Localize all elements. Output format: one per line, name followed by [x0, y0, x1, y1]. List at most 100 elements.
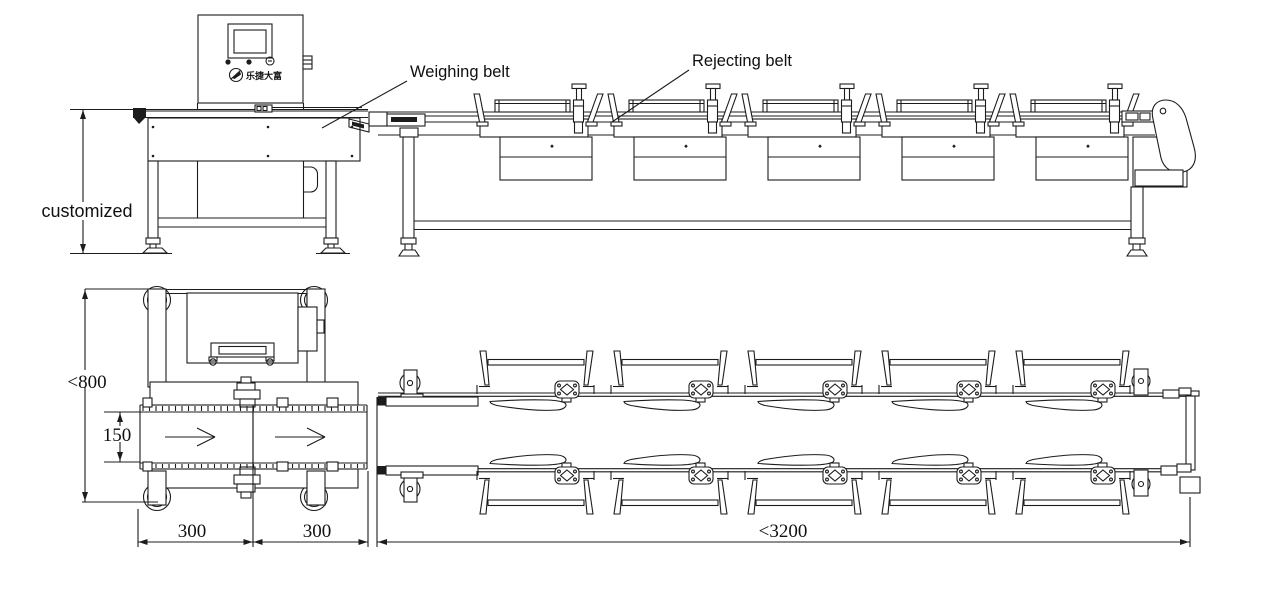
rejecting-belt-label: Rejecting belt — [692, 52, 792, 70]
sweep-arm-pair — [757, 380, 848, 485]
dimension-arrowhead — [1180, 539, 1189, 545]
leader-line-rejecting — [611, 69, 690, 123]
guide-funnel-pair — [476, 350, 595, 515]
tray-rail — [762, 99, 839, 113]
adjustment-knob — [705, 83, 721, 134]
belt-roller-end — [133, 108, 146, 124]
sweep-arm-blade — [1025, 399, 1103, 411]
dimension-arrowhead — [138, 539, 148, 545]
tray-end-flare — [854, 93, 872, 123]
tray-rail — [1030, 99, 1107, 113]
conveyor-leg — [397, 136, 421, 257]
reject-tray-unit — [473, 83, 604, 181]
reject-tray-units-side — [473, 83, 1140, 181]
sweep-arm-blade — [1025, 454, 1103, 466]
dimension-arrowhead — [82, 492, 88, 501]
cabinet-hinge-bracket — [297, 306, 318, 352]
arm-pivot-plate — [688, 466, 714, 485]
flow-direction-arrow — [165, 427, 216, 447]
sweep-arm-pair — [623, 380, 714, 485]
emergency-stop-button — [265, 56, 275, 66]
sweep-arm-blade — [891, 399, 969, 411]
dimension-height-customized: customized — [41, 110, 133, 253]
sweep-arm-blade — [623, 454, 701, 466]
adjustable-foot — [141, 237, 169, 254]
hmi-screen-plan — [210, 342, 275, 358]
sorting-conveyor-plan-view — [377, 350, 1201, 515]
guide-funnel-pair — [1012, 350, 1131, 515]
tray-rail — [896, 99, 973, 113]
belt-clamp-block — [142, 397, 153, 408]
arm-pivot-plate — [554, 466, 580, 485]
tray-end-flare — [741, 93, 754, 123]
dim-width-text: <800 — [67, 372, 106, 393]
dim-belt-width-text: 150 — [103, 425, 132, 446]
adjustment-knob — [973, 83, 989, 134]
outfeed-transfer-plate — [348, 118, 370, 133]
infeed-bracket — [368, 111, 388, 127]
arm-pivot-plate — [822, 466, 848, 485]
conveyor-leg — [1125, 186, 1149, 257]
tray-end-flare — [875, 93, 888, 123]
callout-labels: Weighing belt Rejecting belt — [321, 52, 792, 129]
sweep-arm-blade — [757, 399, 835, 411]
dim-length-text: <3200 — [759, 521, 808, 542]
checkweigher-side-view: 乐捷大富 — [70, 14, 370, 255]
tray-end-flare — [720, 93, 738, 123]
frame-post — [147, 470, 167, 506]
sweep-arm-pair — [1025, 380, 1116, 485]
tray-end-flare — [473, 93, 486, 123]
checkweigher-plan-view — [139, 285, 368, 512]
arm-pivot-plate — [822, 380, 848, 399]
arm-pivot-plate — [956, 380, 982, 399]
arm-pivot-plate — [1090, 466, 1116, 485]
sweep-arm-pair — [489, 380, 580, 485]
dimension-arrowhead — [253, 539, 263, 545]
dimension-arrowhead — [80, 110, 86, 119]
reject-lane-units-plan — [476, 350, 1131, 515]
brand-logo-icon — [228, 67, 244, 83]
dim-section1-text: 300 — [178, 521, 207, 542]
belt-clamp-mechanism — [233, 466, 261, 499]
arm-pivot-plate — [688, 380, 714, 399]
adjustment-knob — [839, 83, 855, 134]
machine-leg — [147, 160, 159, 239]
infeed-plate — [385, 396, 479, 407]
weigher-side-panel — [147, 117, 361, 162]
panel-button — [246, 59, 252, 65]
belt-clamp-mechanism — [233, 376, 261, 408]
dimension-sections-300: 300 300 — [137, 405, 369, 547]
sweep-arm-pair — [891, 380, 982, 485]
dimension-belt-width-150: 150 — [102, 411, 140, 463]
infeed-roller-bracket — [399, 369, 424, 401]
tray-end-flare — [586, 93, 604, 123]
flow-direction-arrow — [275, 427, 326, 447]
reject-tray-unit — [1009, 83, 1140, 181]
adjustment-knob — [571, 83, 587, 134]
cabinet-side-tab — [302, 55, 313, 70]
sweep-arm-blade — [489, 399, 567, 411]
tray-rail — [494, 99, 571, 113]
dimension-arrowhead — [117, 452, 123, 461]
weighing-belt-label: Weighing belt — [410, 63, 510, 81]
belt-clamp-block — [326, 397, 339, 408]
belt-clamp-block — [276, 397, 289, 408]
hmi-screen — [233, 29, 267, 54]
reject-tray-unit — [741, 83, 872, 181]
infeed-plate-cap — [377, 397, 386, 406]
arm-pivot-plate — [554, 380, 580, 399]
machine-leg — [325, 160, 337, 239]
reject-tray-unit — [607, 83, 738, 181]
dimension-length-3200: <3200 — [376, 397, 1191, 547]
weighing-belt-plan — [139, 397, 368, 472]
dim-section2-text: 300 — [303, 521, 332, 542]
arm-pivot-plate — [1090, 380, 1116, 399]
arm-pivot-plate — [956, 466, 982, 485]
sweep-arm-blade — [891, 454, 969, 466]
dimension-arrowhead — [80, 244, 86, 253]
end-drive-box — [1134, 169, 1184, 187]
leader-line-weighing — [321, 80, 408, 129]
adjustable-foot — [319, 237, 347, 254]
guide-funnel-pair — [610, 350, 729, 515]
